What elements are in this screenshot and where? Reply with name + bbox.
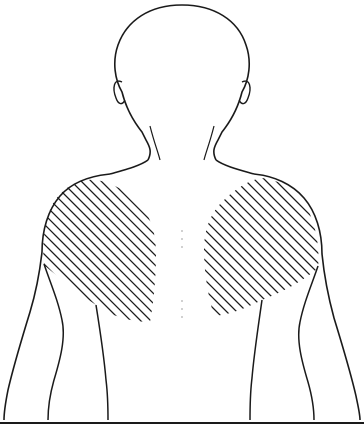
hatch-line-left (170, 170, 330, 330)
hatch-line-left (0, 170, 60, 330)
left-ear-outline (114, 81, 125, 104)
trapezius-lines (150, 126, 214, 160)
hatch-line-right (65, 170, 225, 330)
hatch-line-right (135, 170, 295, 330)
hatch-line-left (0, 170, 40, 330)
hatch-line-left (130, 170, 290, 330)
hatch-line-left (10, 170, 170, 330)
hatch-line-left (30, 170, 190, 330)
hatch-line-left (50, 170, 210, 330)
hatch-line-right (75, 170, 235, 330)
hatch-line-right (115, 170, 275, 330)
hatch-line-right (255, 170, 364, 330)
hatch-line-left (0, 170, 90, 330)
hatch-line-right (175, 170, 335, 330)
hatch-line-left (100, 170, 260, 330)
hatch-line-right (55, 170, 215, 330)
hatch-line-right (45, 170, 205, 330)
hatch-line-right (285, 170, 364, 330)
hatch-line-left (40, 170, 200, 330)
hatch-line-left (140, 170, 300, 330)
left-torso-outline (44, 264, 108, 420)
hatch-line-left (60, 170, 220, 330)
hatch-line-right (305, 170, 364, 330)
hatch-line-left (120, 170, 280, 330)
hatch-line-left (160, 170, 320, 330)
left-shoulder-blade-hatching (0, 170, 330, 330)
hatch-line-left (110, 170, 270, 330)
hatch-line-left (0, 170, 30, 330)
hatch-line-right (205, 170, 364, 330)
hatch-line-left (150, 170, 310, 330)
hatch-line-right (85, 170, 245, 330)
neck-outline (110, 160, 254, 174)
hatch-line-right (105, 170, 265, 330)
hatch-line-right (95, 170, 255, 330)
hatch-line-left (70, 170, 230, 330)
hatch-line-left (0, 170, 80, 330)
hatch-line-right (145, 170, 305, 330)
hatch-line-left (0, 170, 160, 330)
hatch-line-right (185, 170, 345, 330)
hatch-line-right (155, 170, 315, 330)
left-arm-outline (4, 174, 110, 420)
head-outline (115, 5, 249, 160)
right-ear-outline (239, 81, 250, 104)
hatch-line-left (0, 170, 150, 330)
hatch-line-left (80, 170, 240, 330)
hatch-line-left (20, 170, 180, 330)
hatch-line-left (90, 170, 250, 330)
